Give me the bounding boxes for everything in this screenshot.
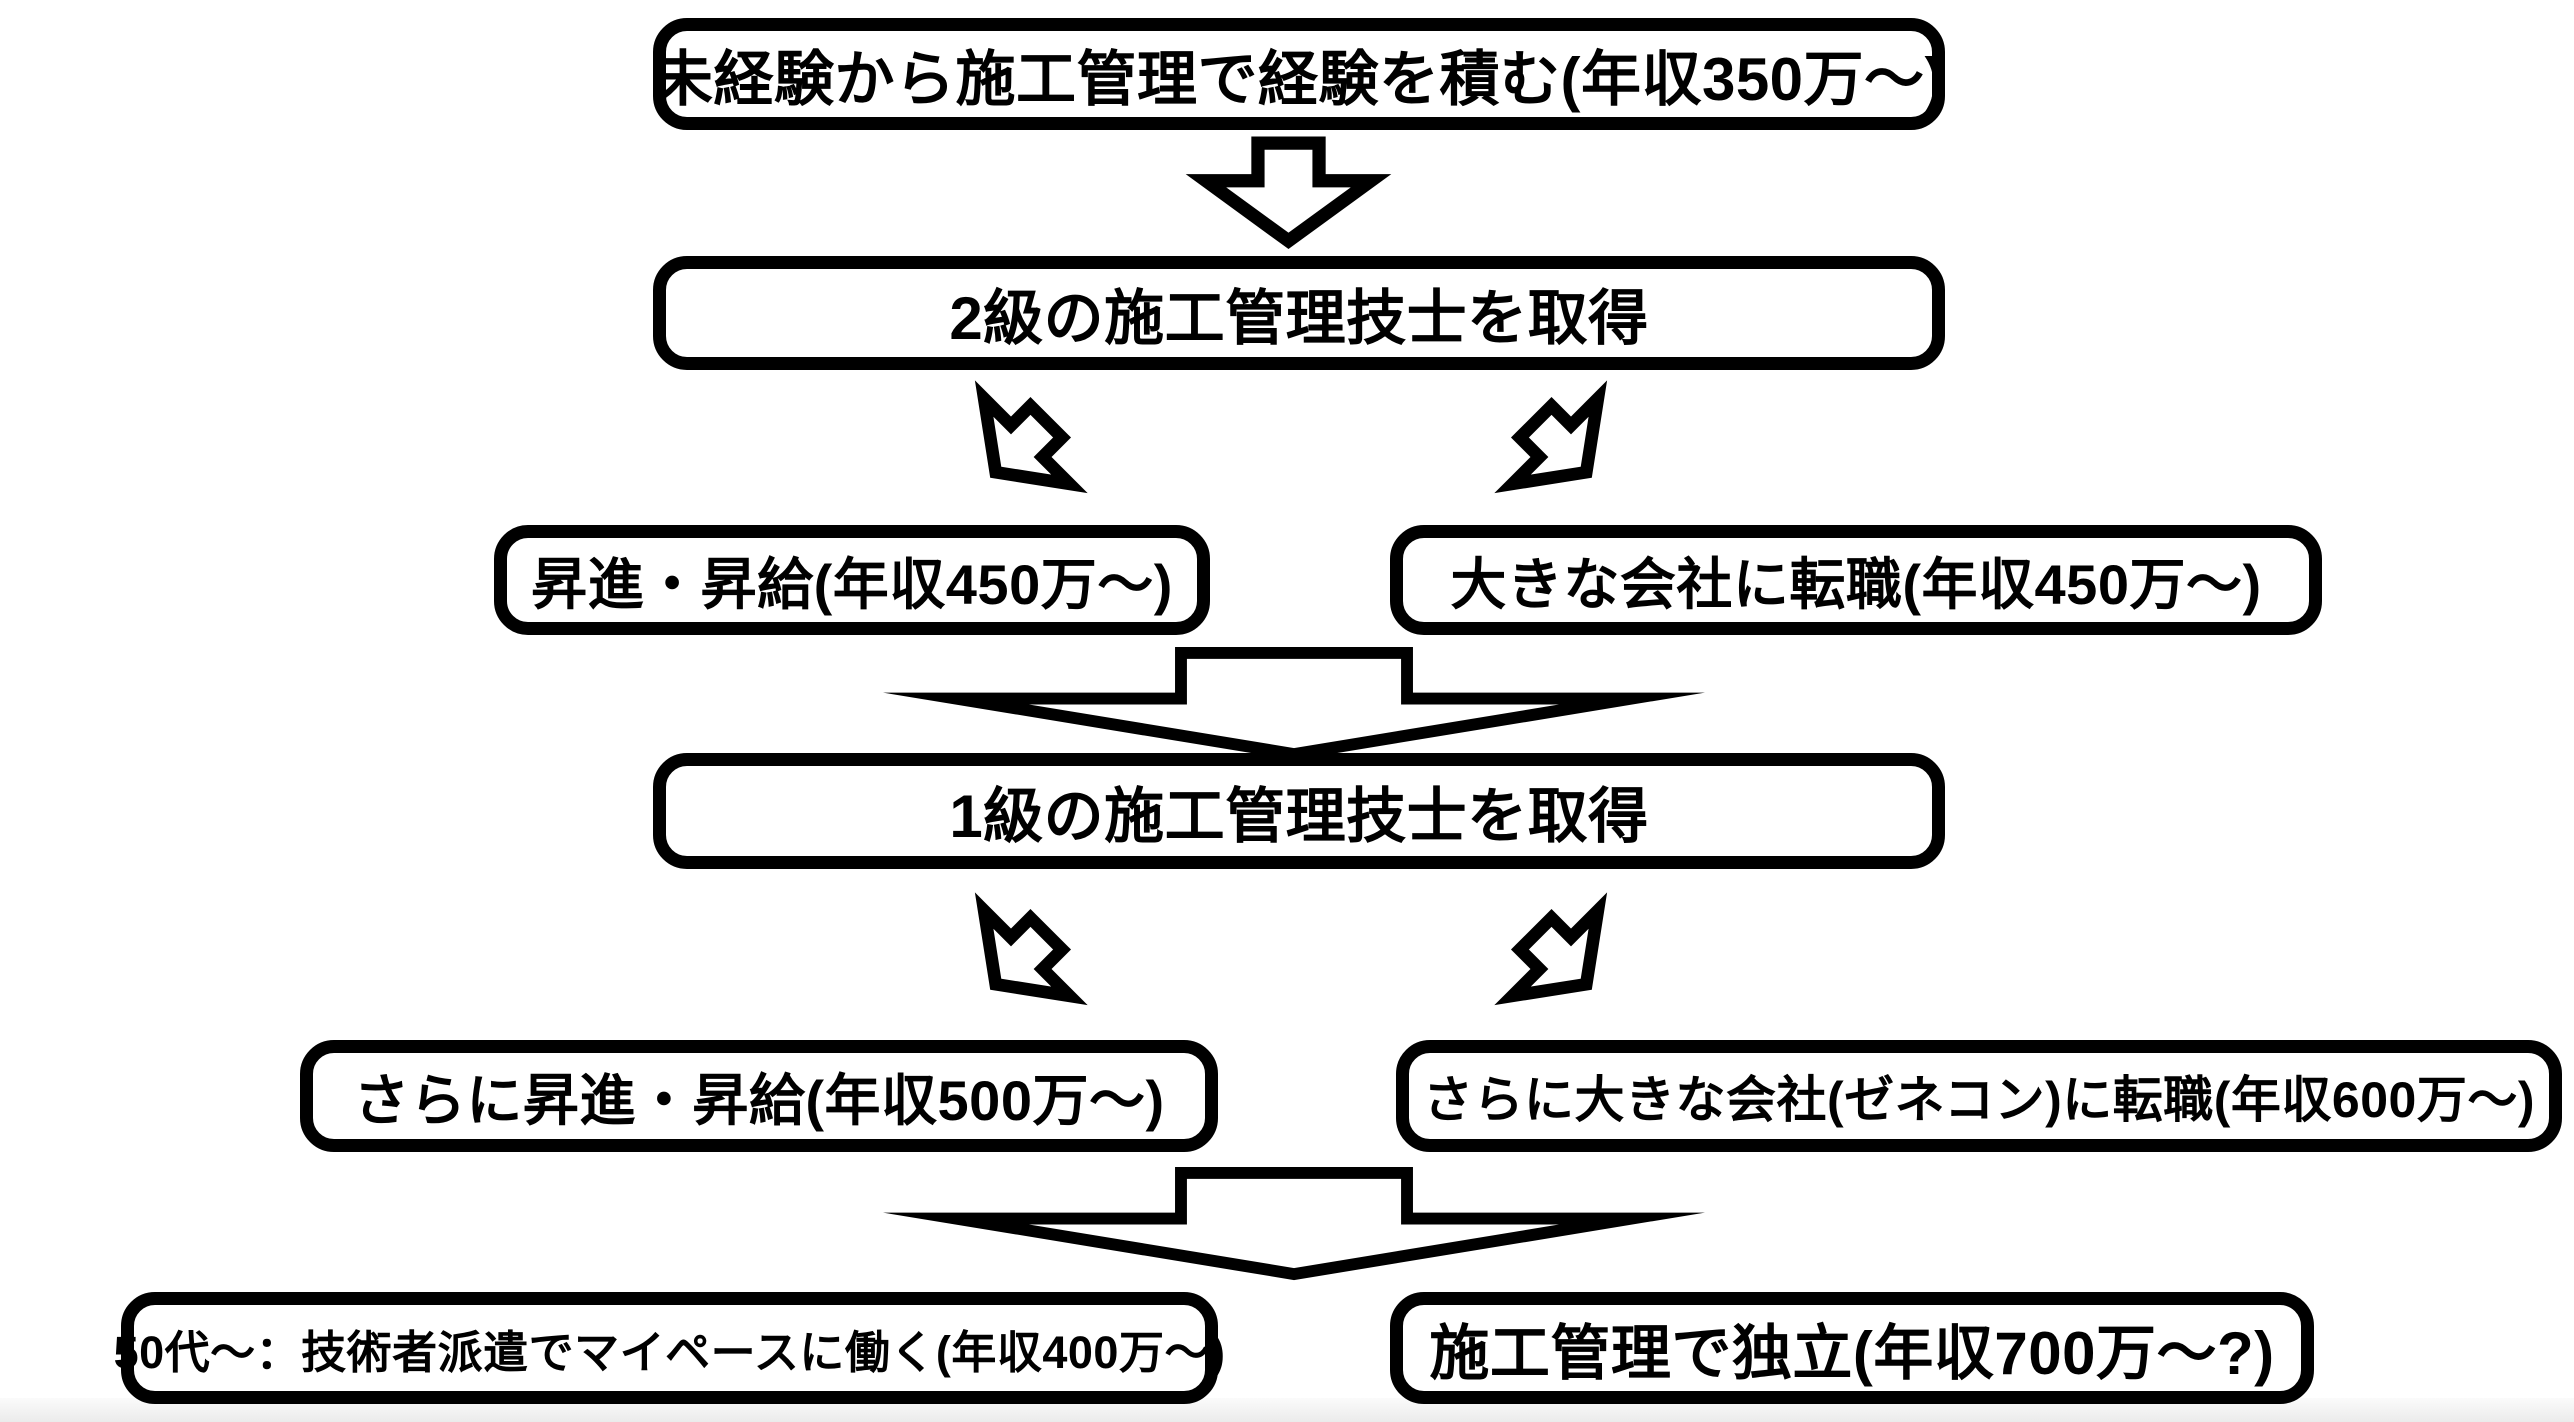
node-start-label: 未経験から施工管理で経験を積む(年収350万〜) [652, 45, 1946, 113]
node-grade2-cert: 2級の施工管理技士を取得 [653, 256, 1945, 370]
arrow-down-left-icon [945, 883, 1098, 1036]
node-grade1-cert: 1級の施工管理技士を取得 [653, 753, 1945, 869]
arrow-down-right-icon [1485, 883, 1638, 1036]
node-promotion-450: 昇進・昇給(年収450万〜) [494, 525, 1210, 635]
node-general-contractor-600-label: さらに大きな会社(ゼネコン)に転職(年収600万〜) [1422, 1072, 2536, 1128]
node-grade2-cert-label: 2級の施工管理技士を取得 [949, 284, 1649, 352]
node-dispatch-50s-400-label: 50代〜：技術者派遣でマイペースに働く(年収400万〜) [113, 1326, 1226, 1378]
arrow-down-icon [1185, 136, 1392, 250]
node-general-contractor-600: さらに大きな会社(ゼネコン)に転職(年収600万〜) [1396, 1040, 2562, 1152]
node-promotion-500: さらに昇進・昇給(年収500万〜) [300, 1040, 1218, 1152]
arrow-wide-down-icon [883, 646, 1705, 761]
node-dispatch-50s-400: 50代〜：技術者派遣でマイペースに働く(年収400万〜) [114, 1292, 1225, 1404]
node-independence-700: 施工管理で独立(年収700万〜?) [1390, 1292, 2314, 1404]
node-bigger-company-450-label: 大きな会社に転職(年収450万〜) [1450, 552, 2262, 616]
node-independence-700-label: 施工管理で独立(年収700万〜?) [1429, 1319, 2275, 1387]
node-start: 未経験から施工管理で経験を積む(年収350万〜) [653, 18, 1945, 130]
arrow-wide-down-icon [883, 1166, 1705, 1281]
node-bigger-company-450: 大きな会社に転職(年収450万〜) [1390, 525, 2322, 635]
arrow-down-left-icon [945, 371, 1098, 524]
node-grade1-cert-label: 1級の施工管理技士を取得 [949, 782, 1649, 850]
arrow-down-right-icon [1485, 371, 1638, 524]
node-promotion-450-label: 昇進・昇給(年収450万〜) [531, 552, 1173, 616]
node-promotion-500-label: さらに昇進・昇給(年収500万〜) [353, 1068, 1165, 1132]
